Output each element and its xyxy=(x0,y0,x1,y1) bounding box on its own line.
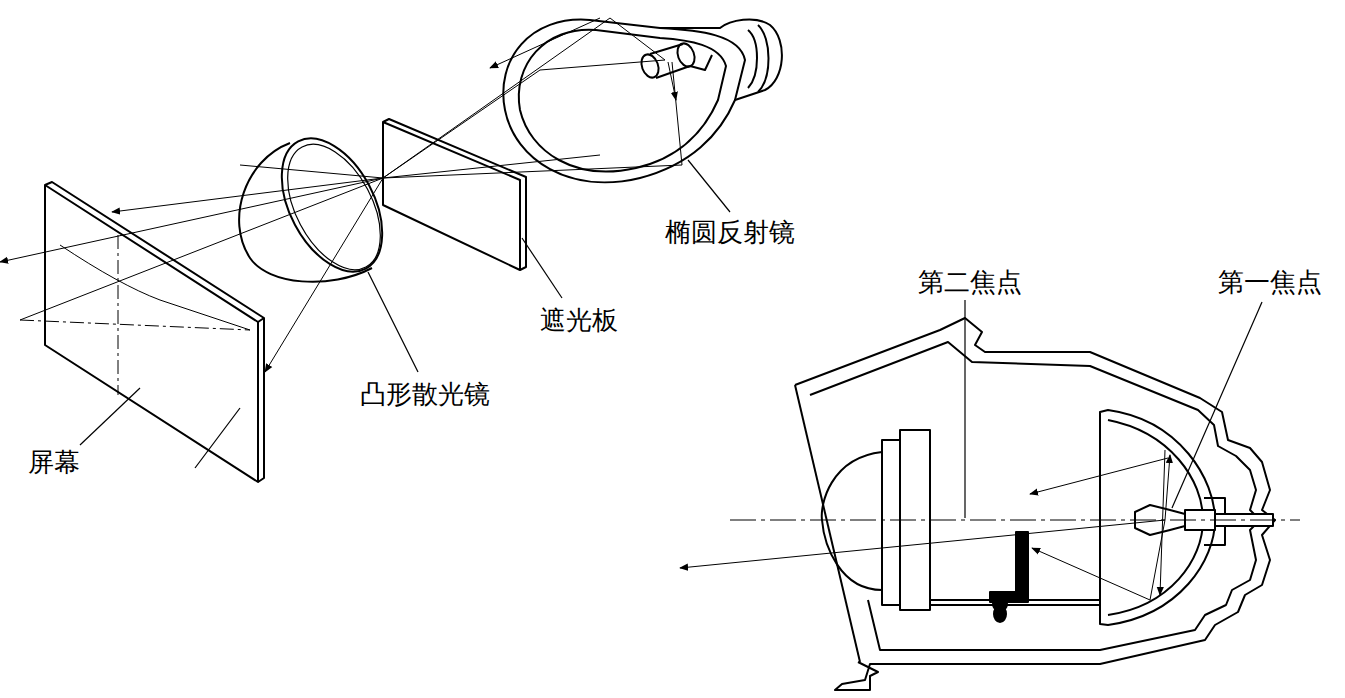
part-label: 第一焦点 xyxy=(1218,268,1322,297)
part-label: 遮光板 xyxy=(540,306,618,335)
part-label: 凸形散光镜 xyxy=(360,380,490,409)
part-label: 椭圆反射镜 xyxy=(665,218,795,247)
part-label: 屏幕 xyxy=(28,448,80,477)
part-label: 第二焦点 xyxy=(918,268,1022,297)
